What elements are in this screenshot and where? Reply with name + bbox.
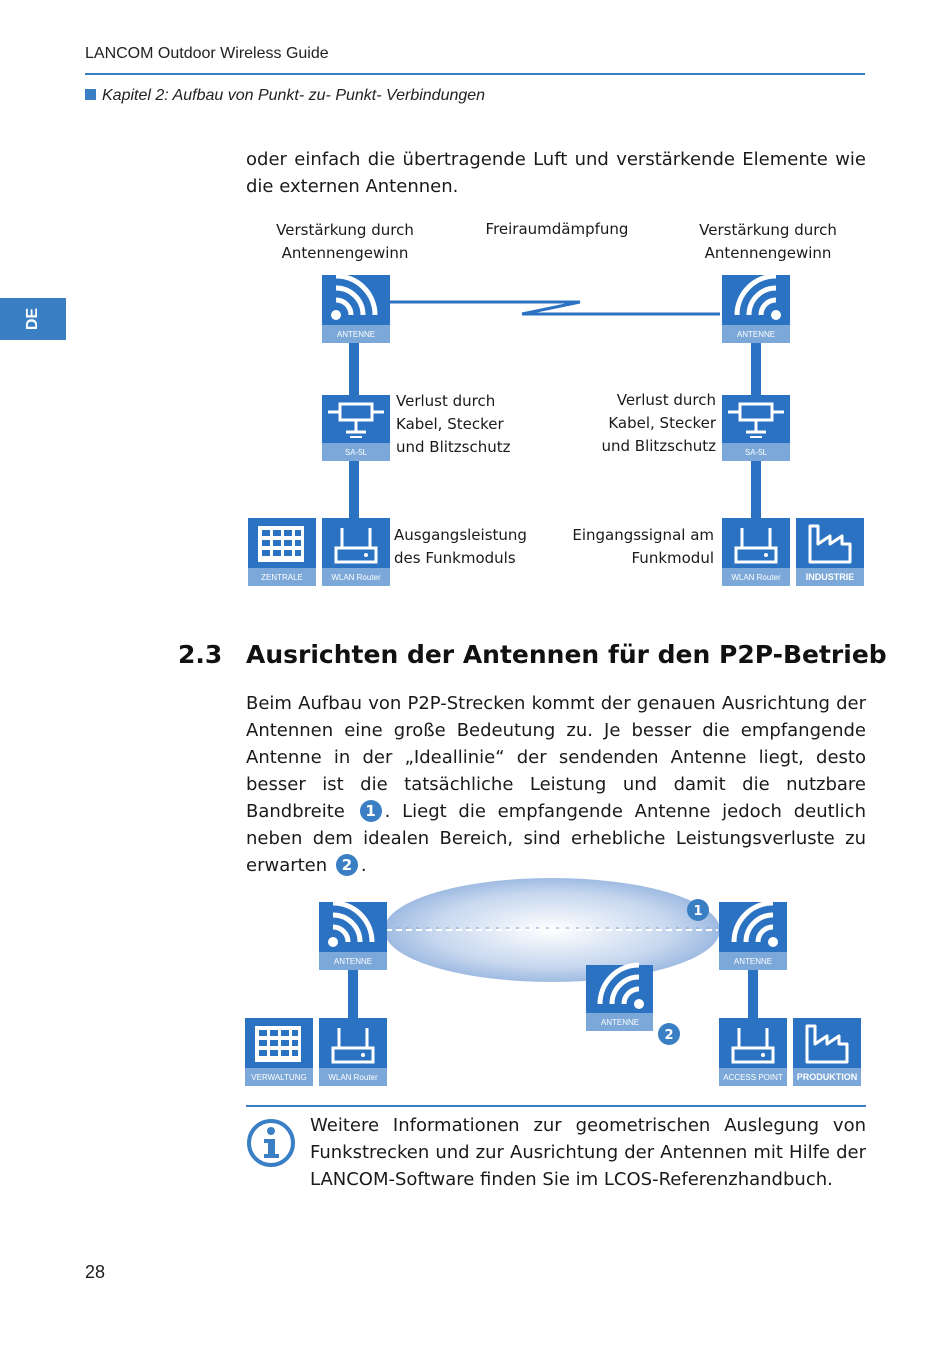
chapter-heading: Kapitel 2: Aufbau von Punkt- zu- Punkt- … — [85, 87, 485, 105]
info-text: Weitere Informationen zur geometrischen … — [310, 1115, 866, 1190]
sasl-right-caption: SA-5L — [745, 448, 768, 457]
sasl-left-caption: SA-5L — [345, 448, 368, 457]
wlan-router-right-caption: WLAN Router — [731, 573, 781, 582]
access-point-caption: ACCESS POINT — [723, 1073, 783, 1082]
industrie-caption: INDUSTRIE — [806, 572, 855, 582]
chapter-title: Kapitel 2: Aufbau von Punkt- zu- Punkt- … — [102, 87, 486, 104]
loss-right-label-1: Verlust durch — [617, 391, 716, 409]
zentrale-caption: ZENTRALE — [261, 573, 303, 582]
lightning-protector-right-tile: SA-5L — [722, 395, 790, 461]
marker-2: 2 — [658, 1023, 680, 1045]
section-heading: 2.3 Ausrichten der Antennen für den P2P-B… — [178, 640, 887, 669]
antenna-right-tile: ANTENNE — [722, 273, 790, 343]
header-divider — [85, 73, 865, 75]
access-point-tile: ACCESS POINT — [719, 1018, 787, 1086]
document-title: LANCOM Outdoor Wireless Guide — [85, 45, 329, 62]
verwaltung-caption: VERWALTUNG — [251, 1073, 306, 1082]
gain-left-label-2: Antennengewinn — [282, 244, 409, 262]
gain-left-label-1: Verstärkung durch — [276, 221, 414, 239]
antenna-left-caption: ANTENNE — [337, 330, 375, 339]
antenna-left-tile: ANTENNE — [322, 273, 390, 343]
wlan-router-left-caption: WLAN Router — [331, 573, 381, 582]
factory-tile: PRODUKTION — [793, 1018, 861, 1086]
input-signal-label-1: Eingangssignal am — [572, 526, 714, 544]
section-number: 2.3 — [178, 640, 223, 669]
gain-right-label-1: Verstärkung durch — [699, 221, 837, 239]
marker-1: 1 — [687, 899, 709, 921]
marker-1-label: 1 — [693, 904, 702, 919]
antenna-right-caption: ANTENNE — [734, 957, 772, 966]
alignment-paragraph: Beim Aufbau von P2P-Strecken kommt der g… — [246, 690, 866, 879]
info-top-rule — [246, 1105, 866, 1107]
free-space-label: Freiraumdämpfung — [486, 220, 629, 238]
marker-2-label: 2 — [664, 1028, 673, 1043]
page-number: 28 — [85, 1262, 106, 1282]
antenna-right-caption: ANTENNE — [737, 330, 775, 339]
paragraph-text-3: . — [360, 855, 367, 876]
antenna-alignment-diagram: ANTENNE ANTENNE ANTENNE 1 2 — [245, 878, 861, 1086]
gain-right-label-2: Antennengewinn — [705, 244, 832, 262]
wlan-router-right-tile: WLAN Router — [722, 518, 790, 586]
info-icon — [247, 1119, 295, 1167]
antenna-right-tile: ANTENNE — [719, 900, 787, 970]
paragraph-text-2: . Liegt die empfangende Antenne jedoch d… — [246, 801, 866, 876]
produktion-caption: PRODUKTION — [797, 1072, 858, 1082]
output-power-label-2: des Funkmoduls — [394, 549, 516, 567]
antenna-left-caption: ANTENNE — [334, 957, 372, 966]
marker-badge-1: 1 — [359, 800, 382, 822]
wlan-router-caption: WLAN Router — [328, 1073, 378, 1082]
language-tab: DE — [0, 298, 66, 340]
loss-right-label-3: und Blitzschutz — [601, 437, 716, 455]
loss-left-label-3: und Blitzschutz — [396, 438, 511, 456]
administration-tile: VERWALTUNG — [245, 1018, 313, 1086]
bullet-square-icon — [85, 89, 96, 100]
wlan-router-left-tile: WLAN Router — [322, 518, 390, 586]
antenna-misaligned-tile: ANTENNE — [586, 962, 653, 1031]
antenna-mid-caption: ANTENNE — [601, 1018, 639, 1027]
loss-left-label-1: Verlust durch — [396, 392, 495, 410]
wlan-router-tile: WLAN Router — [319, 1018, 387, 1086]
output-power-label-1: Ausgangsleistung — [394, 526, 527, 544]
link-budget-diagram: ANTENNE ANTENNE SA-5L SA-5L — [248, 220, 864, 586]
marker-badge-2: 2 — [335, 854, 358, 876]
language-tab-label: DE — [24, 307, 41, 331]
paragraph-text-1: Beim Aufbau von P2P-Strecken kommt der g… — [246, 693, 866, 822]
lightning-protector-left-tile: SA-5L — [322, 395, 390, 461]
factory-tile: INDUSTRIE — [796, 518, 864, 586]
headquarters-tile: ZENTRALE — [248, 518, 316, 586]
intro-paragraph: oder einfach die übertragende Luft und v… — [246, 149, 866, 197]
antenna-left-tile: ANTENNE — [319, 900, 387, 970]
loss-right-label-2: Kabel, Stecker — [608, 414, 716, 432]
loss-left-label-2: Kabel, Stecker — [396, 415, 504, 433]
section-title: Ausrichten der Antennen für den P2P-Betr… — [246, 640, 887, 669]
input-signal-label-2: Funkmodul — [632, 549, 715, 567]
